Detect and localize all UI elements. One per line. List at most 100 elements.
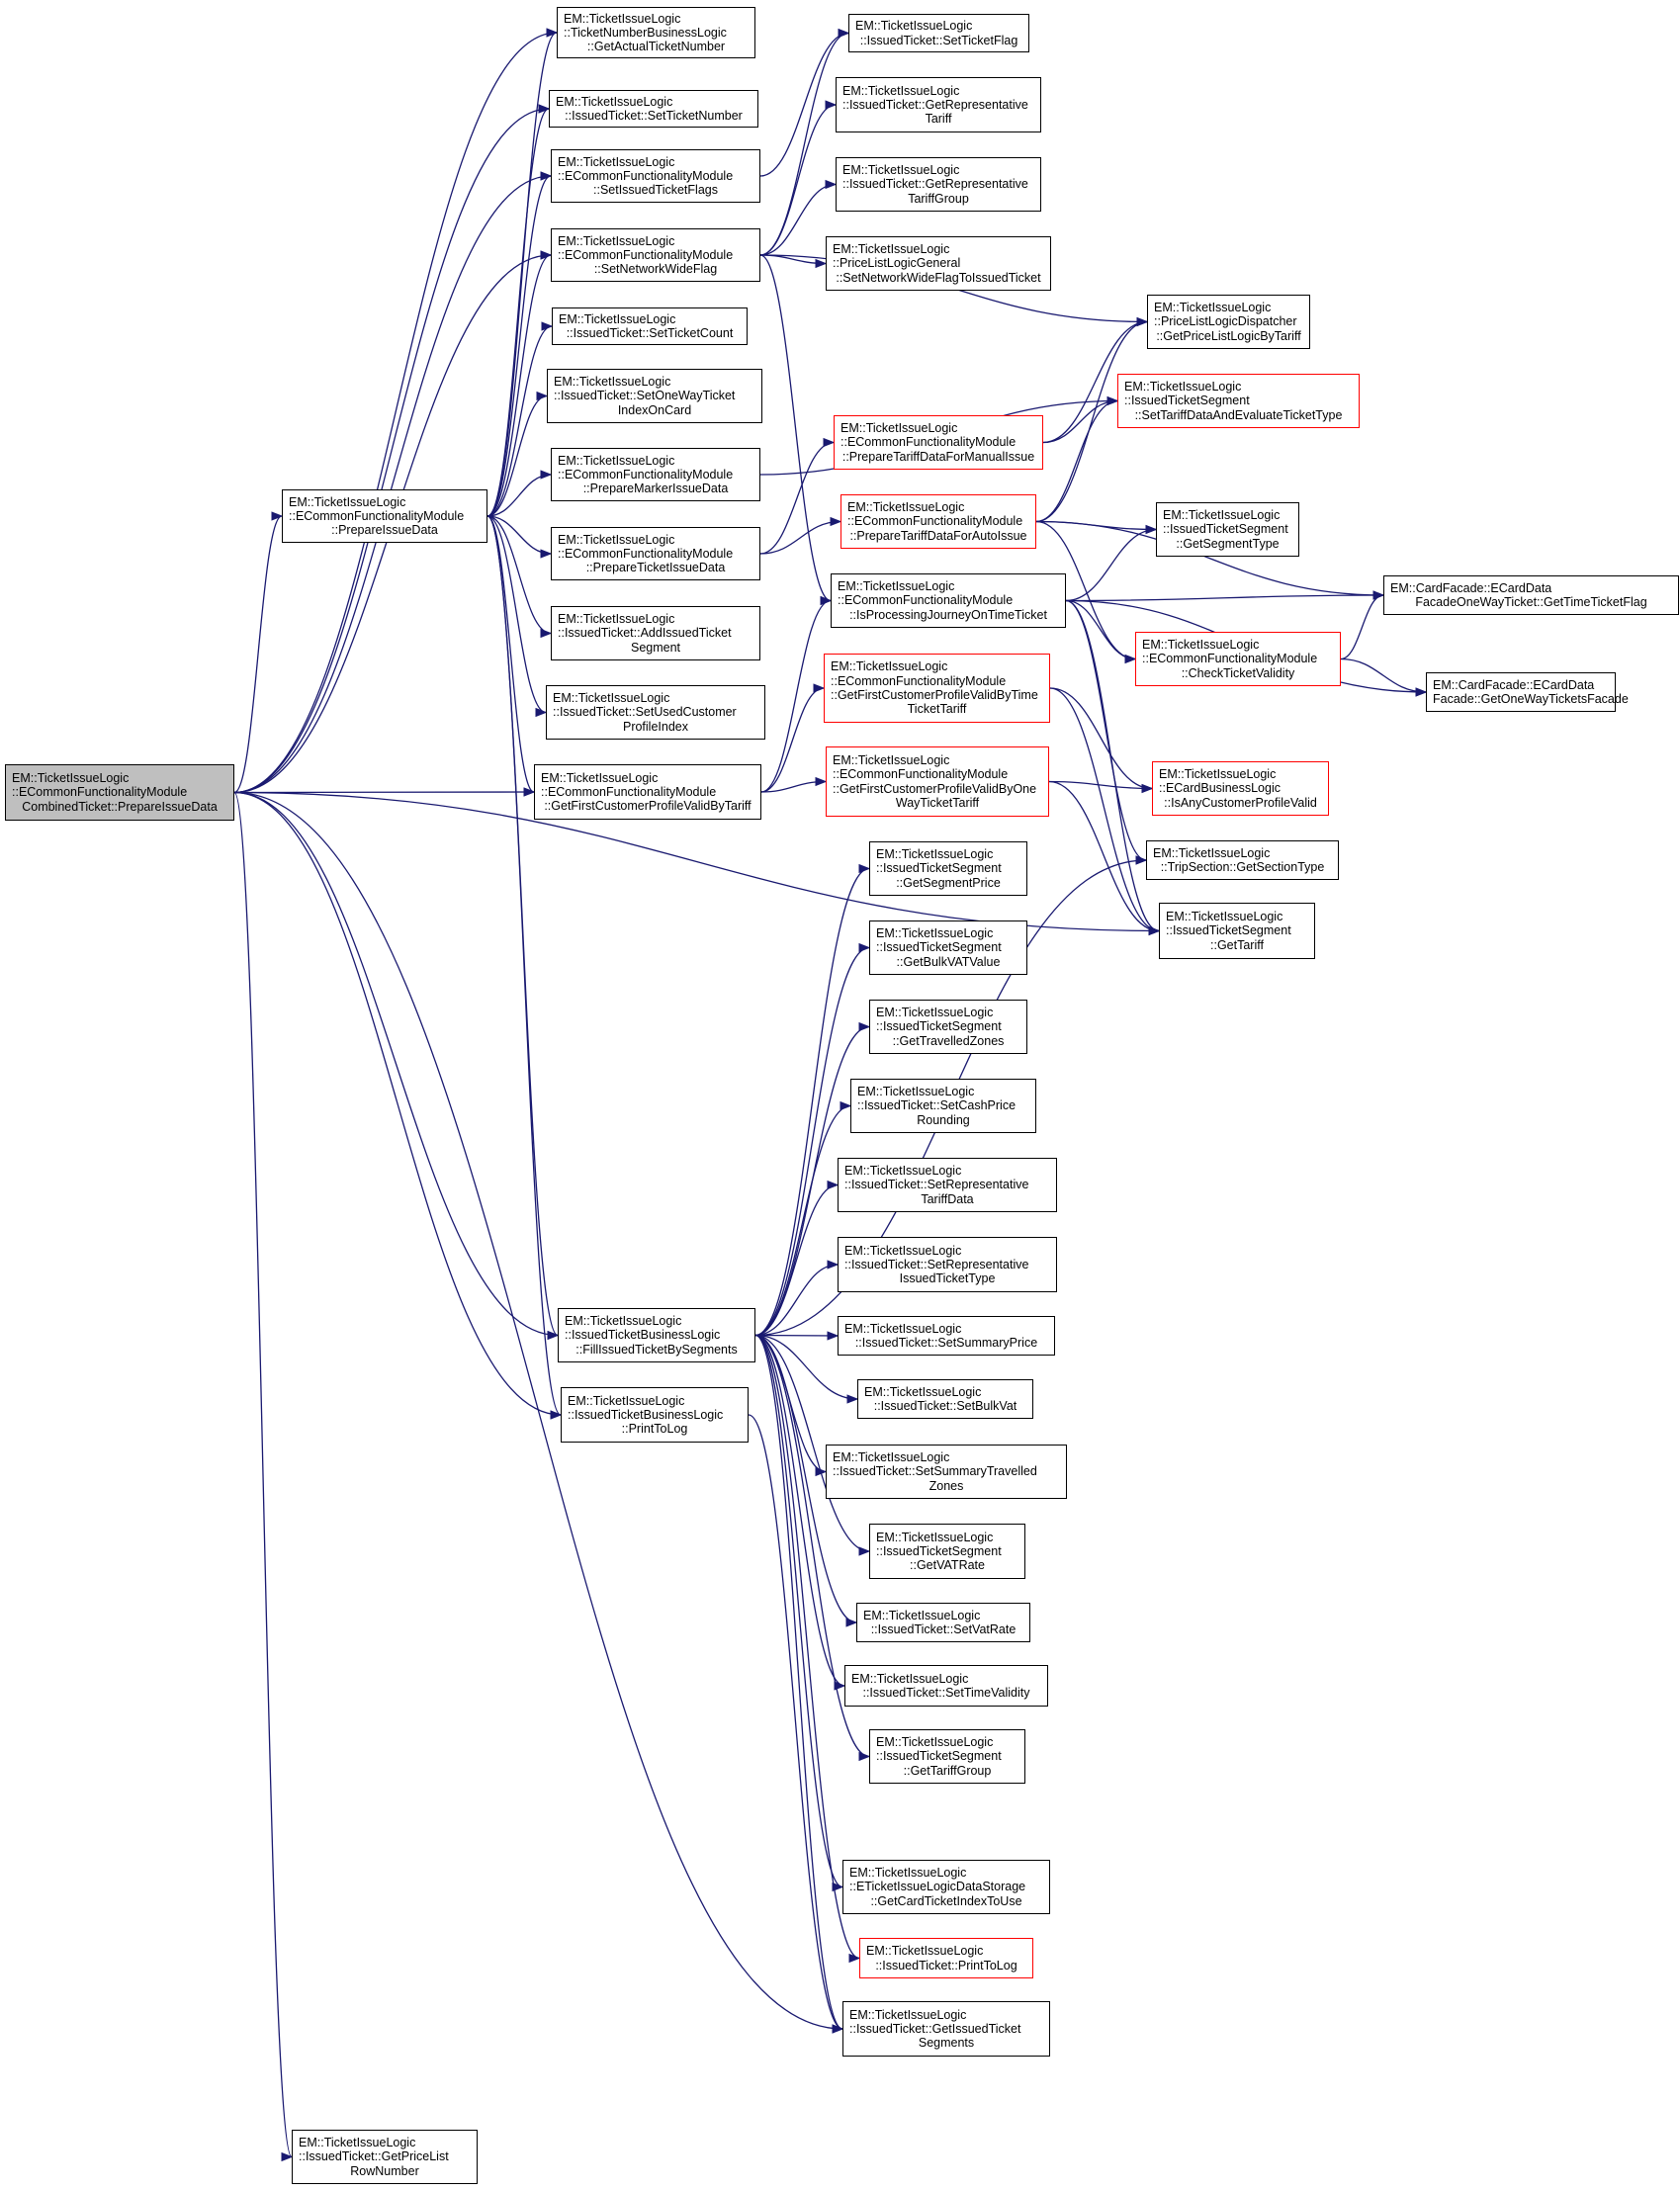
edge-getFirstByOneWay-to-getTariff xyxy=(1048,780,1161,936)
node-prep-marker[interactable]: EM::TicketIssueLogic::ECommonFunctionali… xyxy=(551,448,760,501)
node-label-line: ::IssuedTicket::SetTicketFlag xyxy=(859,33,1018,47)
node-label-line: ProfileIndex xyxy=(622,719,688,734)
node-get-travelled-zones[interactable]: EM::TicketIssueLogic::IssuedTicketSegmen… xyxy=(869,1000,1027,1054)
node-set-used-profile[interactable]: EM::TicketIssueLogic::IssuedTicket::SetU… xyxy=(546,685,765,740)
node-label-line: EM::TicketIssueLogic xyxy=(863,1608,981,1622)
node-set-n-w-flag-to-issued[interactable]: EM::TicketIssueLogic::PriceListLogicGene… xyxy=(826,236,1051,291)
node-set-ticket-count[interactable]: EM::TicketIssueLogic::IssuedTicket::SetT… xyxy=(552,307,748,345)
node-fill-by-segments[interactable]: EM::TicketIssueLogic::IssuedTicketBusine… xyxy=(558,1308,755,1362)
node-set-bulk-vat[interactable]: EM::TicketIssueLogic::IssuedTicket::SetB… xyxy=(857,1379,1033,1419)
node-root[interactable]: EM::TicketIssueLogic::ECommonFunctionali… xyxy=(5,764,234,821)
node-get-rep-tariff[interactable]: EM::TicketIssueLogic::IssuedTicket::GetR… xyxy=(836,77,1041,132)
node-label-line: ::PrepareMarkerIssueData xyxy=(582,482,729,496)
node-set-summary-price[interactable]: EM::TicketIssueLogic::IssuedTicket::SetS… xyxy=(838,1316,1055,1356)
node-label-line: WayTicketTariff xyxy=(895,795,980,810)
node-label-line: ::IssuedTicketSegment xyxy=(876,1019,1002,1034)
edge-fillBySegments-to-getCardTicketIdx xyxy=(754,1334,844,1892)
node-get-first-by-one-way[interactable]: EM::TicketIssueLogic::ECommonFunctionali… xyxy=(826,746,1049,817)
node-get-segment-type[interactable]: EM::TicketIssueLogic::IssuedTicketSegmen… xyxy=(1156,502,1299,557)
node-set-issued-flags[interactable]: EM::TicketIssueLogic::ECommonFunctionali… xyxy=(551,149,760,203)
node-get-issued-segments[interactable]: EM::TicketIssueLogic::IssuedTicket::GetI… xyxy=(842,2001,1050,2057)
edge-prepTicketIssue-to-prepAuto xyxy=(759,516,842,555)
node-label-line: ::IssuedTicket::SetRepresentative xyxy=(844,1257,1029,1271)
node-label-line: Rounding xyxy=(917,1112,970,1127)
edge-getFirstByTime-to-getTariff xyxy=(1049,687,1161,936)
node-label-line: ::PrepareTicketIssueData xyxy=(585,561,726,575)
node-label-line: ::IsAnyCustomerProfileValid xyxy=(1164,795,1317,810)
node-itbl-print-to-log[interactable]: EM::TicketIssueLogic::IssuedTicketBusine… xyxy=(561,1387,749,1443)
node-label-line: EM::TicketIssueLogic xyxy=(1124,380,1242,394)
node-is-proc-journey[interactable]: EM::TicketIssueLogic::ECommonFunctionali… xyxy=(831,573,1066,628)
node-get-price-list-logic[interactable]: EM::TicketIssueLogic::PriceListLogicDisp… xyxy=(1147,295,1310,349)
node-label-line: EM::TicketIssueLogic xyxy=(876,1735,994,1750)
node-label-line: EM::TicketIssueLogic xyxy=(849,1866,967,1881)
node-label-line: ::IssuedTicket::GetPriceList xyxy=(299,2149,449,2164)
node-label-line: ::IssuedTicketSegment xyxy=(876,940,1002,955)
node-prep[interactable]: EM::TicketIssueLogic::ECommonFunctionali… xyxy=(282,489,487,543)
node-label-line: ::IssuedTicket::AddIssuedTicket xyxy=(558,626,732,641)
node-label-line: ::PriceListLogicGeneral xyxy=(833,256,961,271)
node-get-bulk-v-a-t[interactable]: EM::TicketIssueLogic::IssuedTicketSegmen… xyxy=(869,920,1027,975)
node-set-ticket-number[interactable]: EM::TicketIssueLogic::IssuedTicket::SetT… xyxy=(549,90,758,128)
node-label-line: ::ECommonFunctionalityModule xyxy=(558,168,734,183)
node-set-one-way-idx[interactable]: EM::TicketIssueLogic::IssuedTicket::SetO… xyxy=(547,369,762,423)
node-get-section-type[interactable]: EM::TicketIssueLogic::TripSection::GetSe… xyxy=(1146,840,1339,880)
node-label-line: ::ECommonFunctionalityModule xyxy=(558,247,734,262)
node-set-time-validity[interactable]: EM::TicketIssueLogic::IssuedTicket::SetT… xyxy=(844,1665,1048,1707)
node-it-print-to-log[interactable]: EM::TicketIssueLogic::IssuedTicket::Prin… xyxy=(859,1938,1033,1978)
node-set-ticket-flag[interactable]: EM::TicketIssueLogic::IssuedTicket::SetT… xyxy=(848,14,1029,52)
edge-fillBySegments-to-getSegmentPrice xyxy=(754,863,871,1337)
node-set-tariff-data-eval[interactable]: EM::TicketIssueLogic::IssuedTicketSegmen… xyxy=(1117,374,1360,428)
node-prep-manual[interactable]: EM::TicketIssueLogic::ECommonFunctionali… xyxy=(834,415,1043,470)
node-label-line: ::IssuedTicket::SetRepresentative xyxy=(844,1178,1029,1192)
edge-fillBySegments-to-getTariffGroup xyxy=(754,1334,871,1762)
node-get-first-by-tariff[interactable]: EM::TicketIssueLogic::ECommonFunctionali… xyxy=(534,764,761,820)
node-prep-auto[interactable]: EM::TicketIssueLogic::ECommonFunctionali… xyxy=(840,494,1036,549)
edge-root-to-fillBySegments xyxy=(233,791,560,1341)
node-label-line: EM::TicketIssueLogic xyxy=(558,532,675,547)
node-get-segment-price[interactable]: EM::TicketIssueLogic::IssuedTicketSegmen… xyxy=(869,841,1027,896)
edge-fillBySegments-to-getIssuedSegments xyxy=(754,1334,844,2034)
edge-prepAuto-to-setTariffDataEval xyxy=(1035,395,1119,523)
node-set-vat-rate[interactable]: EM::TicketIssueLogic::IssuedTicket::SetV… xyxy=(856,1603,1030,1642)
node-get-price-list-row[interactable]: EM::TicketIssueLogic::IssuedTicket::GetP… xyxy=(292,2130,478,2184)
node-get-tariff-group[interactable]: EM::TicketIssueLogic::IssuedTicketSegmen… xyxy=(869,1729,1025,1784)
node-label-line: ::IssuedTicket::GetRepresentative xyxy=(842,97,1028,112)
edge-prep-to-setTicketNumber xyxy=(486,104,551,517)
node-check-validity[interactable]: EM::TicketIssueLogic::ECommonFunctionali… xyxy=(1135,632,1341,686)
node-prep-ticket-issue[interactable]: EM::TicketIssueLogic::ECommonFunctionali… xyxy=(551,527,760,580)
node-label-line: EM::TicketIssueLogic xyxy=(840,421,958,436)
node-get-v-a-t-rate[interactable]: EM::TicketIssueLogic::IssuedTicketSegmen… xyxy=(869,1524,1025,1579)
edge-root-to-getActual xyxy=(233,28,559,794)
node-is-any-profile-valid[interactable]: EM::TicketIssueLogic::ECardBusinessLogic… xyxy=(1152,761,1329,816)
node-get-card-ticket-idx[interactable]: EM::TicketIssueLogic::ETicketIssueLogicD… xyxy=(842,1860,1050,1914)
node-set-summary-zones[interactable]: EM::TicketIssueLogic::IssuedTicket::SetS… xyxy=(826,1445,1067,1499)
edge-prep-to-setIssuedFlags xyxy=(486,171,553,517)
node-get-tariff[interactable]: EM::TicketIssueLogic::IssuedTicketSegmen… xyxy=(1159,903,1315,959)
edge-fillBySegments-to-getVATRate xyxy=(754,1334,871,1556)
node-set-rep-tariff-data[interactable]: EM::TicketIssueLogic::IssuedTicket::SetR… xyxy=(838,1158,1057,1212)
edge-prep-to-addSegment xyxy=(486,515,553,639)
node-label-line: ::IssuedTicket::GetIssuedTicket xyxy=(849,2021,1021,2036)
node-set-network-wide[interactable]: EM::TicketIssueLogic::ECommonFunctionali… xyxy=(551,228,760,282)
node-label-line: ::GetFirstCustomerProfileValidByOne xyxy=(833,781,1037,796)
edge-isProcJourney-to-getSectionType xyxy=(1065,599,1148,865)
node-get-rep-tariff-group[interactable]: EM::TicketIssueLogic::IssuedTicket::GetR… xyxy=(836,157,1041,212)
edge-getFirstByTariff-to-getFirstByTime xyxy=(760,683,826,793)
node-label-line: ::ECommonFunctionalityModule xyxy=(833,767,1009,782)
node-label-line: ::ECommonFunctionalityModule xyxy=(558,546,734,561)
node-add-segment[interactable]: EM::TicketIssueLogic::IssuedTicket::AddI… xyxy=(551,606,760,660)
edge-prep-to-setTicketCount xyxy=(486,321,554,517)
node-label-line: ::GetCardTicketIndexToUse xyxy=(870,1893,1022,1908)
edge-isProcJourney-to-getTariff xyxy=(1065,599,1161,936)
edge-isProcJourney-to-getSegmentType xyxy=(1065,524,1158,602)
node-get-first-by-time[interactable]: EM::TicketIssueLogic::ECommonFunctionali… xyxy=(824,654,1050,723)
node-get-actual[interactable]: EM::TicketIssueLogic::TicketNumberBusine… xyxy=(557,7,755,58)
edge-fillBySegments-to-setCashRounding xyxy=(754,1100,852,1337)
node-set-cash-rounding[interactable]: EM::TicketIssueLogic::IssuedTicket::SetC… xyxy=(850,1079,1036,1133)
edge-fillBySegments-to-setSummaryPrice xyxy=(754,1331,840,1341)
edge-fillBySegments-to-setBulkVat xyxy=(754,1334,859,1404)
node-set-rep-issued-type[interactable]: EM::TicketIssueLogic::IssuedTicket::SetR… xyxy=(838,1237,1057,1292)
